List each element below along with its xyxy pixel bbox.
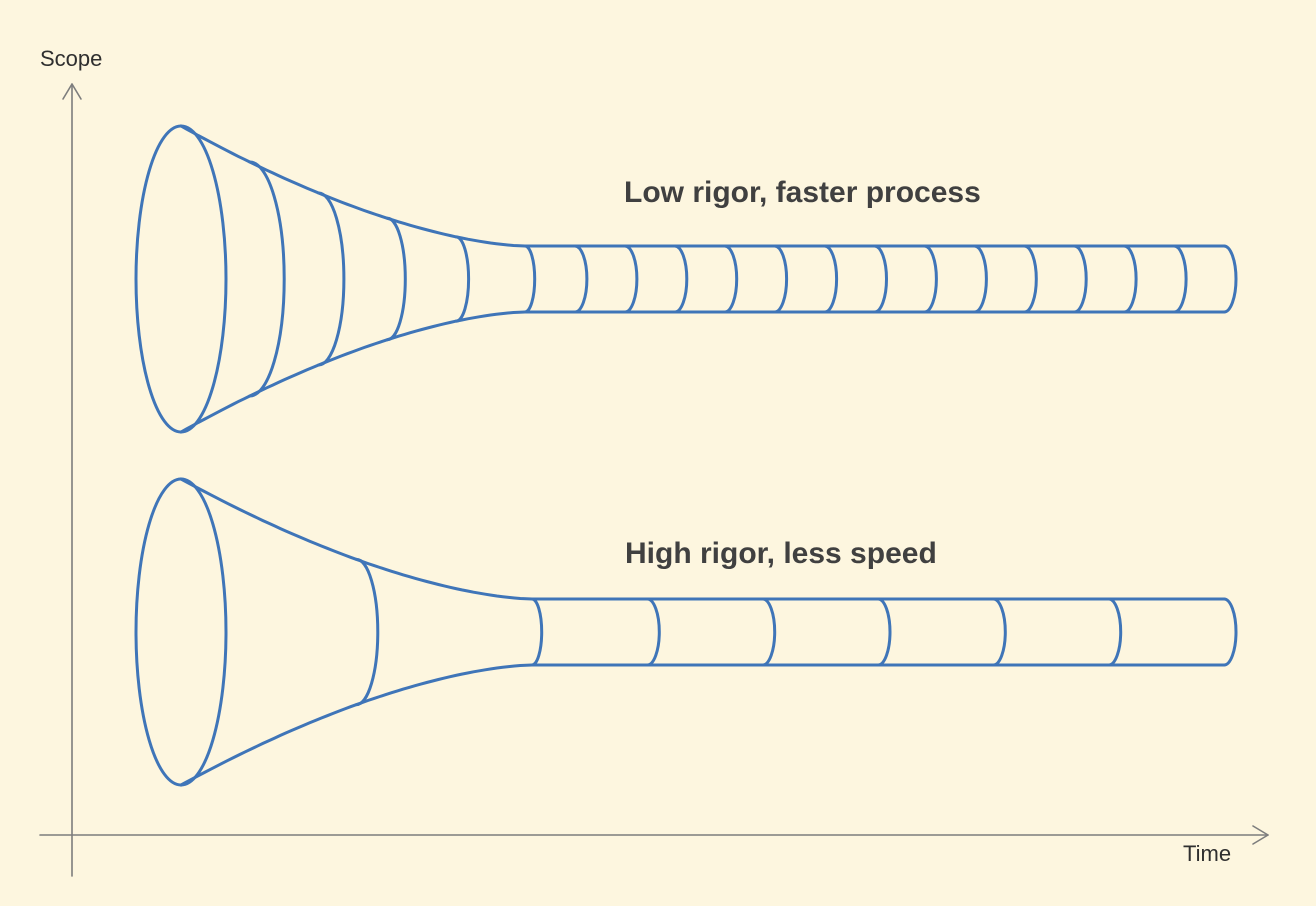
funnel-taper-ring [317,191,346,367]
funnel-tube-ring [1022,244,1038,314]
funnel-taper-ring [248,160,286,398]
funnel-tube-ring [623,244,639,314]
funnel-tube-ring [1222,244,1238,314]
funnel-mouth-ellipse [134,124,228,434]
funnel-tube-ring [876,597,892,667]
x-axis-label: Time [1183,841,1231,866]
funnel-tube-ring [1072,244,1088,314]
funnel-tube-ring [645,597,661,667]
funnel-taper-ring [454,235,471,323]
funnel-mouth-ellipse [134,477,228,787]
funnel-tube-ring [823,244,839,314]
y-axis-label: Scope [40,46,102,71]
funnel-tube-ring [573,244,589,314]
funnel-high-rigor [134,477,1238,787]
funnel-low-rigor [134,124,1238,434]
funnel-tube-ring [991,597,1007,667]
axes: Scope Time [39,46,1269,877]
funnel-tube-ring [972,244,988,314]
y-axis-arrowhead [62,83,82,100]
funnel-low-rigor-label: Low rigor, faster process [624,176,981,209]
funnel-tube-ring [1172,244,1188,314]
funnel-taper-ring [530,597,544,667]
funnel-high-rigor-label: High rigor, less speed [625,537,937,570]
funnel-taper-ring [385,216,407,342]
funnel-tube-ring [1222,597,1238,667]
funnel-taper-ring [355,557,380,707]
funnel-tube-ring [922,244,938,314]
funnel-tube-ring [1122,244,1138,314]
funnel-top-edge [179,124,1226,248]
funnel-tube-ring [761,597,777,667]
funnel-tube-ring [723,244,739,314]
funnel-tube-ring [1107,597,1123,667]
funnel-tube-ring [673,244,689,314]
funnel-bottom-edge [179,310,1226,434]
x-axis-arrowhead [1252,825,1269,845]
funnel-tube-ring [773,244,789,314]
funnel-bottom-edge [179,663,1226,787]
funnel-taper-ring [523,244,537,314]
funnel-tube-ring [873,244,888,314]
